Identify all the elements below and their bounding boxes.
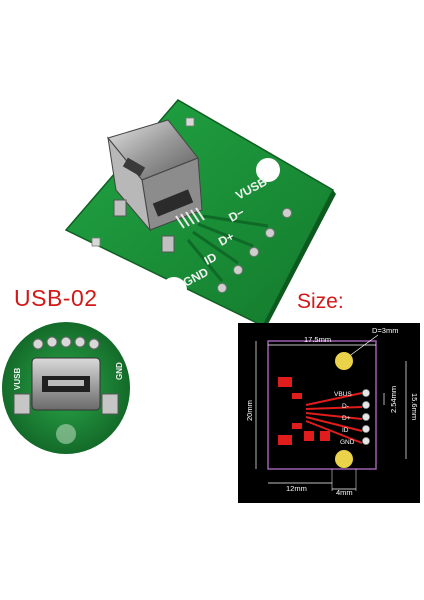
dim-height-left: 20mm (245, 400, 254, 421)
dimension-drawing: 17.5mm D=3mm VBUS D- D+ ID GND 20mm 15.6… (238, 323, 420, 503)
dim-hole-diameter: D=3mm (372, 326, 398, 335)
pad (91, 237, 101, 247)
dim-width-top: 17.5mm (304, 335, 331, 344)
dim-height-right: 15.6mm (410, 393, 419, 420)
silk-dminus: D− (226, 205, 246, 225)
silk-dplus: D+ (216, 229, 236, 249)
dim-pitch: 2.54mm (389, 386, 398, 413)
mounting-hole (161, 277, 187, 303)
pcb-board-photo: VUSB D− D+ ID GND (64, 99, 336, 328)
mini-usb-connector (107, 119, 205, 253)
pin-hole (249, 247, 259, 257)
closeup-silk-gnd: GND (115, 362, 124, 380)
pin-label-dplus: D+ (342, 415, 351, 422)
pin-label-gnd: GND (340, 439, 355, 446)
mounting-hole (335, 450, 353, 468)
mounting-hole (335, 352, 353, 370)
connector-closeup-photo: VUSB GND (2, 322, 130, 454)
pin-label-id: ID (342, 427, 349, 434)
pad (278, 377, 292, 387)
pin-label-dminus: D- (342, 403, 349, 410)
size-heading: Size: (297, 290, 344, 313)
pad (278, 435, 292, 445)
mounting-hole (256, 158, 280, 182)
closeup-silk-vusb: VUSB (13, 368, 22, 390)
product-code: USB-02 (14, 285, 98, 311)
dim-offset-bottom: 4mm (336, 488, 353, 497)
board-outline (267, 340, 377, 470)
pin-hole (233, 265, 243, 275)
pad (185, 117, 195, 127)
pin-hole (265, 228, 275, 238)
pin-label-vbus: VBUS (334, 391, 352, 398)
pin-hole (282, 208, 292, 218)
dim-width-bottom: 12mm (286, 484, 307, 493)
pin-hole (217, 283, 227, 293)
